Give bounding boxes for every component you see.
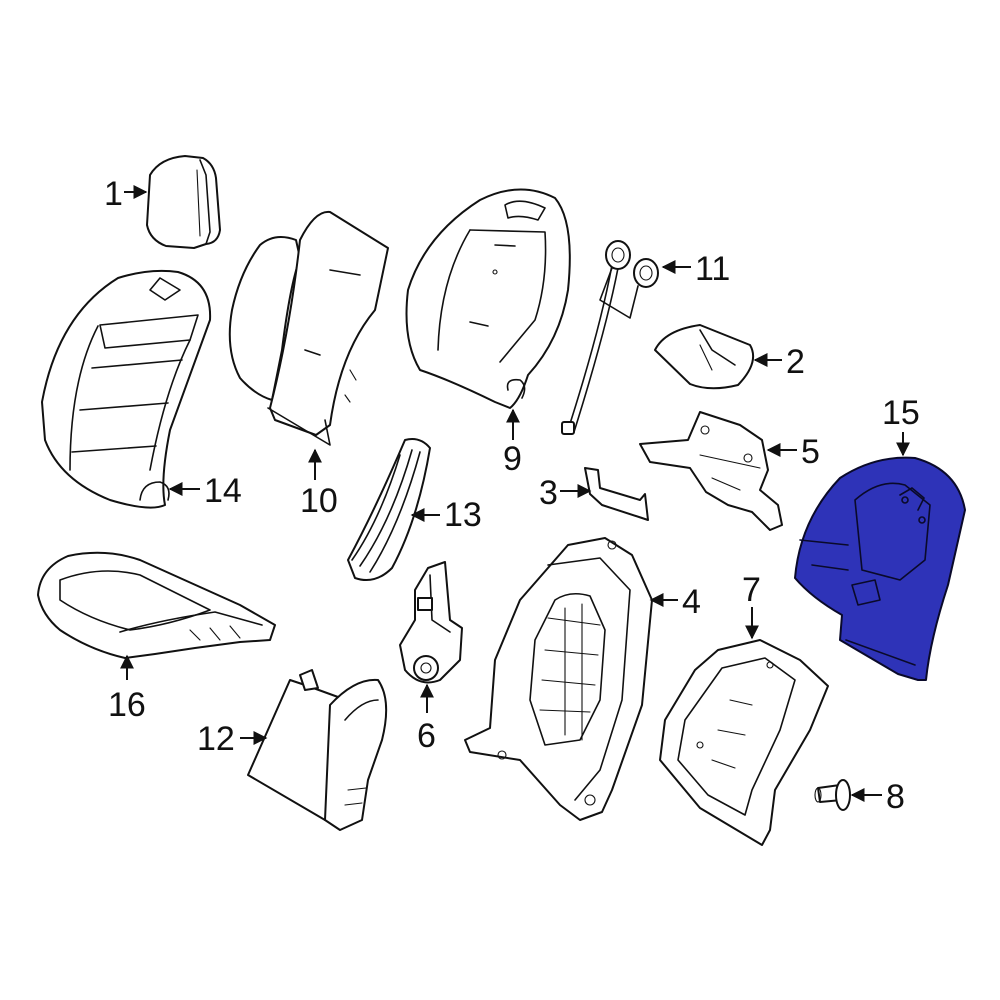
part-8-push-pin[interactable] [814, 779, 851, 811]
part-2-trim-cover[interactable] [654, 324, 754, 390]
part-11-wire-harness[interactable] [561, 240, 659, 435]
part-1-headrest-cap[interactable] [146, 155, 221, 249]
part-13-side-bolster[interactable] [347, 438, 431, 581]
part-4-backrest-frame[interactable] [464, 537, 653, 821]
callout-5: 5 [801, 433, 820, 471]
part-12-panel[interactable] [247, 669, 388, 831]
part-10-back-pad[interactable] [228, 210, 389, 446]
part-6-actuator[interactable] [399, 561, 463, 684]
callout-2: 2 [786, 343, 805, 381]
callout-8: 8 [886, 778, 905, 816]
callout-1: 1 [104, 175, 123, 213]
callout-labels: 1 2 3 4 5 6 7 8 9 10 11 12 13 14 15 16 [104, 175, 920, 816]
callout-14: 14 [204, 472, 242, 510]
callout-3: 3 [539, 474, 558, 512]
part-7-back-panel-frame[interactable] [659, 639, 829, 846]
part-3-clip[interactable] [584, 467, 649, 521]
part-14-seatback-cover[interactable] [41, 269, 212, 509]
part-15-back-trim-panel[interactable] [794, 456, 966, 681]
part-5-bracket[interactable] [639, 411, 783, 531]
callout-12: 12 [197, 720, 235, 758]
callout-16: 16 [108, 686, 146, 724]
callout-10: 10 [300, 482, 338, 520]
callout-15: 15 [882, 394, 920, 432]
callout-4: 4 [682, 583, 701, 621]
callout-11: 11 [695, 250, 730, 288]
callout-7: 7 [742, 571, 761, 609]
part-9-seatback-assembly[interactable] [405, 188, 571, 409]
leader-lines [120, 185, 910, 802]
part-16-seat-cushion-cover[interactable] [37, 551, 276, 659]
callout-6: 6 [417, 717, 436, 755]
callout-9: 9 [503, 440, 522, 478]
callout-13: 13 [444, 496, 482, 534]
